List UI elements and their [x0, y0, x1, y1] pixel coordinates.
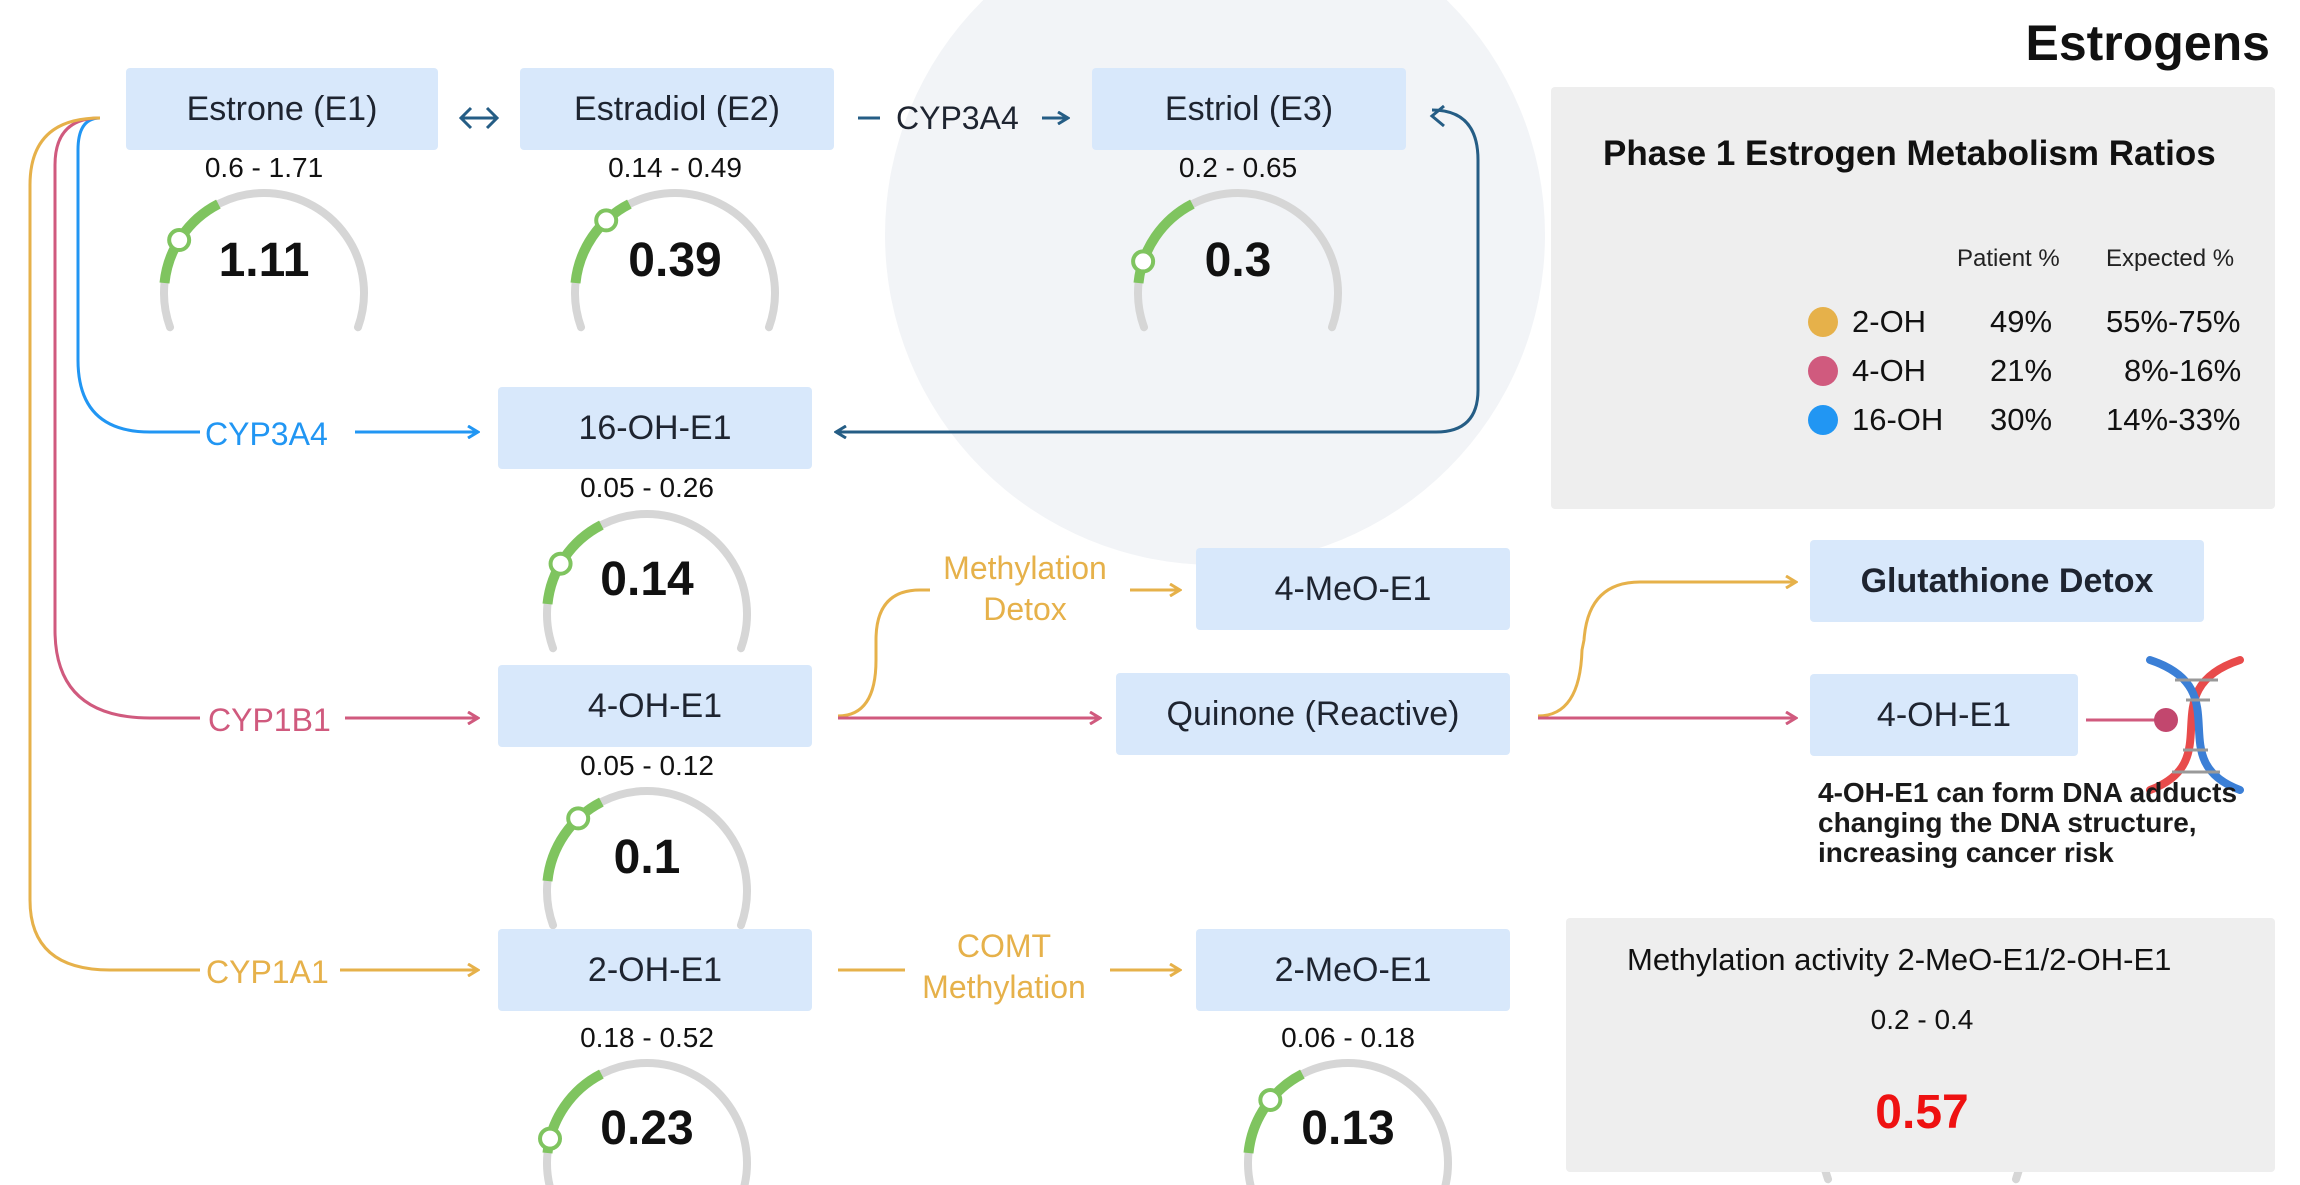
gauge-value-e2: 0.39 [628, 234, 722, 287]
ratio-patient-4-oh: 21% [1990, 353, 2053, 388]
gauge-marker [167, 228, 192, 253]
gauge-range-methylation: 0.2 - 0.4 [1870, 1004, 1974, 1035]
gauge-normal-range [1243, 1069, 1305, 1154]
gauge-marker [566, 806, 591, 831]
cyp1b1-branch [53, 116, 200, 720]
edge-label-comt-methylation: COMT Methylation [904, 926, 1104, 1008]
ratios-panel-title: Phase 1 Estrogen Metabolism Ratios [1603, 134, 2216, 173]
gauge-meo2 [1243, 1059, 1452, 1185]
gauge-range-16-oh: 0.05 - 0.26 [580, 472, 714, 503]
gauge-value-e3: 0.3 [1204, 234, 1272, 287]
gauge-value-16-oh: 0.14 [600, 553, 694, 606]
edge-label-cyp1a1: CYP1A1 [206, 954, 329, 990]
gauge-value-e1: 1.11 [218, 234, 310, 287]
page-title: Estrogens [2025, 15, 2270, 71]
gauge-range-2-oh: 0.18 - 0.52 [580, 1022, 714, 1053]
methylation-detox-curve [837, 588, 930, 718]
dna-note-line-1: 4-OH-E1 can form DNA adducts [1818, 777, 2238, 808]
node-estriol[interactable]: Estriol (E3) [1092, 68, 1406, 150]
gauge-range-e1: 0.6 - 1.71 [204, 152, 324, 183]
gauge-normal-range [542, 797, 604, 882]
dna-adduct-marker [2154, 708, 2178, 732]
ratio-patient-2-oh: 49% [1990, 304, 2053, 339]
gauge-range-2-meo: 0.06 - 0.18 [1281, 1022, 1415, 1053]
methylation-panel [1566, 918, 2275, 1172]
node-4-oh-e1-dna[interactable]: 4-OH-E1 [1810, 674, 2078, 756]
ratios-panel [1551, 87, 2275, 509]
gauge-marker [1258, 1088, 1283, 1113]
e3-arrowhead [1429, 104, 1445, 128]
legend-dot-16-oh [1808, 405, 1838, 435]
cyp3a4-branch [76, 116, 200, 434]
edge-label-comt-methylation-word: Methylation [922, 968, 1086, 1005]
ratio-label-4-oh: 4-OH [1852, 353, 1927, 388]
ratio-patient-16-oh: 30% [1990, 402, 2053, 437]
dna-note-line-2: changing the DNA structure, [1818, 807, 2197, 839]
gauge-e1 [159, 189, 368, 332]
edge-label-e2-e3: CYP3A4 [896, 100, 1019, 136]
methylation-panel-title: Methylation activity 2-MeO-E1/2-OH-E1 [1627, 942, 2172, 977]
gauge-value-methylation: 0.57 [1875, 1086, 1969, 1139]
edge-label-methylation: Methylation [943, 550, 1107, 586]
node-16-oh-e1[interactable]: 16-OH-E1 [498, 387, 812, 469]
gauge-marker [538, 1126, 563, 1151]
dna-note-line-3: increasing cancer risk [1818, 837, 2114, 869]
gauge-range-e3: 0.2 - 0.65 [1178, 152, 1298, 183]
ratio-expected-4-oh: 8%-16% [2124, 353, 2242, 388]
ratio-expected-2-oh: 55%-75% [2106, 304, 2241, 339]
node-estrone[interactable]: Estrone (E1) [126, 68, 438, 150]
dna-helix-icon [2146, 656, 2244, 794]
ratios-col-patient: Patient % [1957, 245, 2060, 272]
ratio-label-16-oh: 16-OH [1852, 402, 1944, 437]
gauge-oh16 [542, 510, 751, 653]
e1-e2-double-arrow [458, 106, 500, 130]
node-2-oh-e1[interactable]: 2-OH-E1 [498, 929, 812, 1011]
node-quinone[interactable]: Quinone (Reactive) [1116, 673, 1510, 755]
gauge-value-4-oh: 0.1 [613, 831, 681, 884]
gauge-marker [1131, 249, 1156, 274]
gauge-value-2-meo: 0.13 [1301, 1102, 1395, 1155]
gauge-marker [594, 208, 619, 233]
edge-label-cyp3a4: CYP3A4 [205, 416, 328, 452]
gauge-range-4-oh: 0.05 - 0.12 [580, 750, 714, 781]
ratios-col-expected: Expected % [2106, 245, 2235, 272]
edge-label-comt: COMT [956, 928, 1052, 964]
cyp1a1-branch [28, 116, 200, 972]
gauge-oh2 [538, 1059, 751, 1185]
ratio-label-2-oh: 2-OH [1852, 304, 1927, 339]
edge-label-detox: Detox [983, 590, 1067, 627]
node-glutathione-detox[interactable]: Glutathione Detox [1810, 540, 2204, 622]
ratio-expected-16-oh: 14%-33% [2106, 402, 2241, 437]
node-estradiol[interactable]: Estradiol (E2) [520, 68, 834, 150]
gauge-marker [548, 551, 573, 576]
legend-dot-2-oh [1808, 307, 1838, 337]
gauge-oh4 [542, 787, 751, 930]
e3-to-16oh-arrow [836, 108, 1480, 432]
gauge-normal-range [570, 199, 632, 284]
edge-label-cyp1b1: CYP1B1 [208, 702, 331, 738]
legend-dot-4-oh [1808, 356, 1838, 386]
quinone-glutathione-curve [1537, 582, 1796, 718]
gauge-e3 [1131, 189, 1342, 332]
edge-label-methylation-detox: Methylation Detox [930, 548, 1120, 630]
node-4-meo-e1[interactable]: 4-MeO-E1 [1196, 548, 1510, 630]
gauge-e2 [570, 189, 779, 332]
node-2-meo-e1[interactable]: 2-MeO-E1 [1196, 929, 1510, 1011]
node-4-oh-e1[interactable]: 4-OH-E1 [498, 665, 812, 747]
dna-adduct-note: 4-OH-E1 can form DNA adducts changing th… [1818, 777, 2238, 869]
gauge-range-e2: 0.14 - 0.49 [608, 152, 742, 183]
gauge-value-2-oh: 0.23 [600, 1102, 694, 1155]
